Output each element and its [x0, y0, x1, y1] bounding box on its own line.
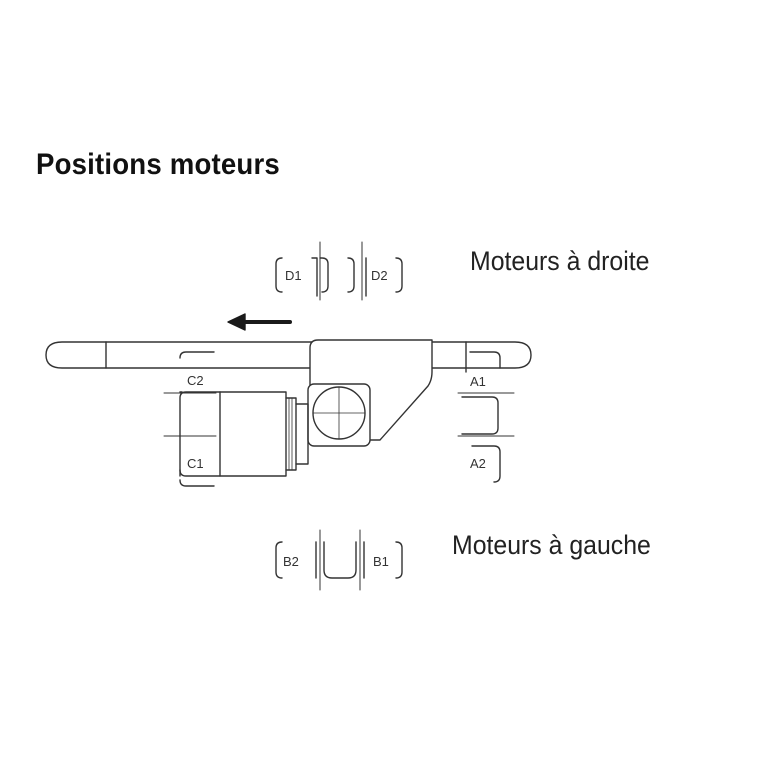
bracket-d [275, 241, 403, 301]
label-a1: A1 [470, 374, 486, 389]
page-title: Positions moteurs [36, 148, 280, 181]
label-b2: B2 [283, 554, 299, 569]
label-c2: C2 [187, 373, 204, 388]
caption-motors-left: Moteurs à gauche [452, 530, 651, 560]
label-d2: D2 [371, 268, 388, 283]
label-d1: D1 [285, 268, 302, 283]
rail [45, 341, 532, 369]
caption-motors-right: Moteurs à droite [470, 246, 650, 276]
bracket-c [163, 351, 217, 487]
motor-body [179, 391, 309, 477]
bracket-b [275, 529, 403, 591]
square-flange [307, 383, 371, 447]
bracket-a [457, 351, 515, 483]
label-b1: B1 [373, 554, 389, 569]
direction-arrow [227, 313, 292, 331]
label-a2: A2 [470, 456, 486, 471]
label-c1: C1 [187, 456, 204, 471]
